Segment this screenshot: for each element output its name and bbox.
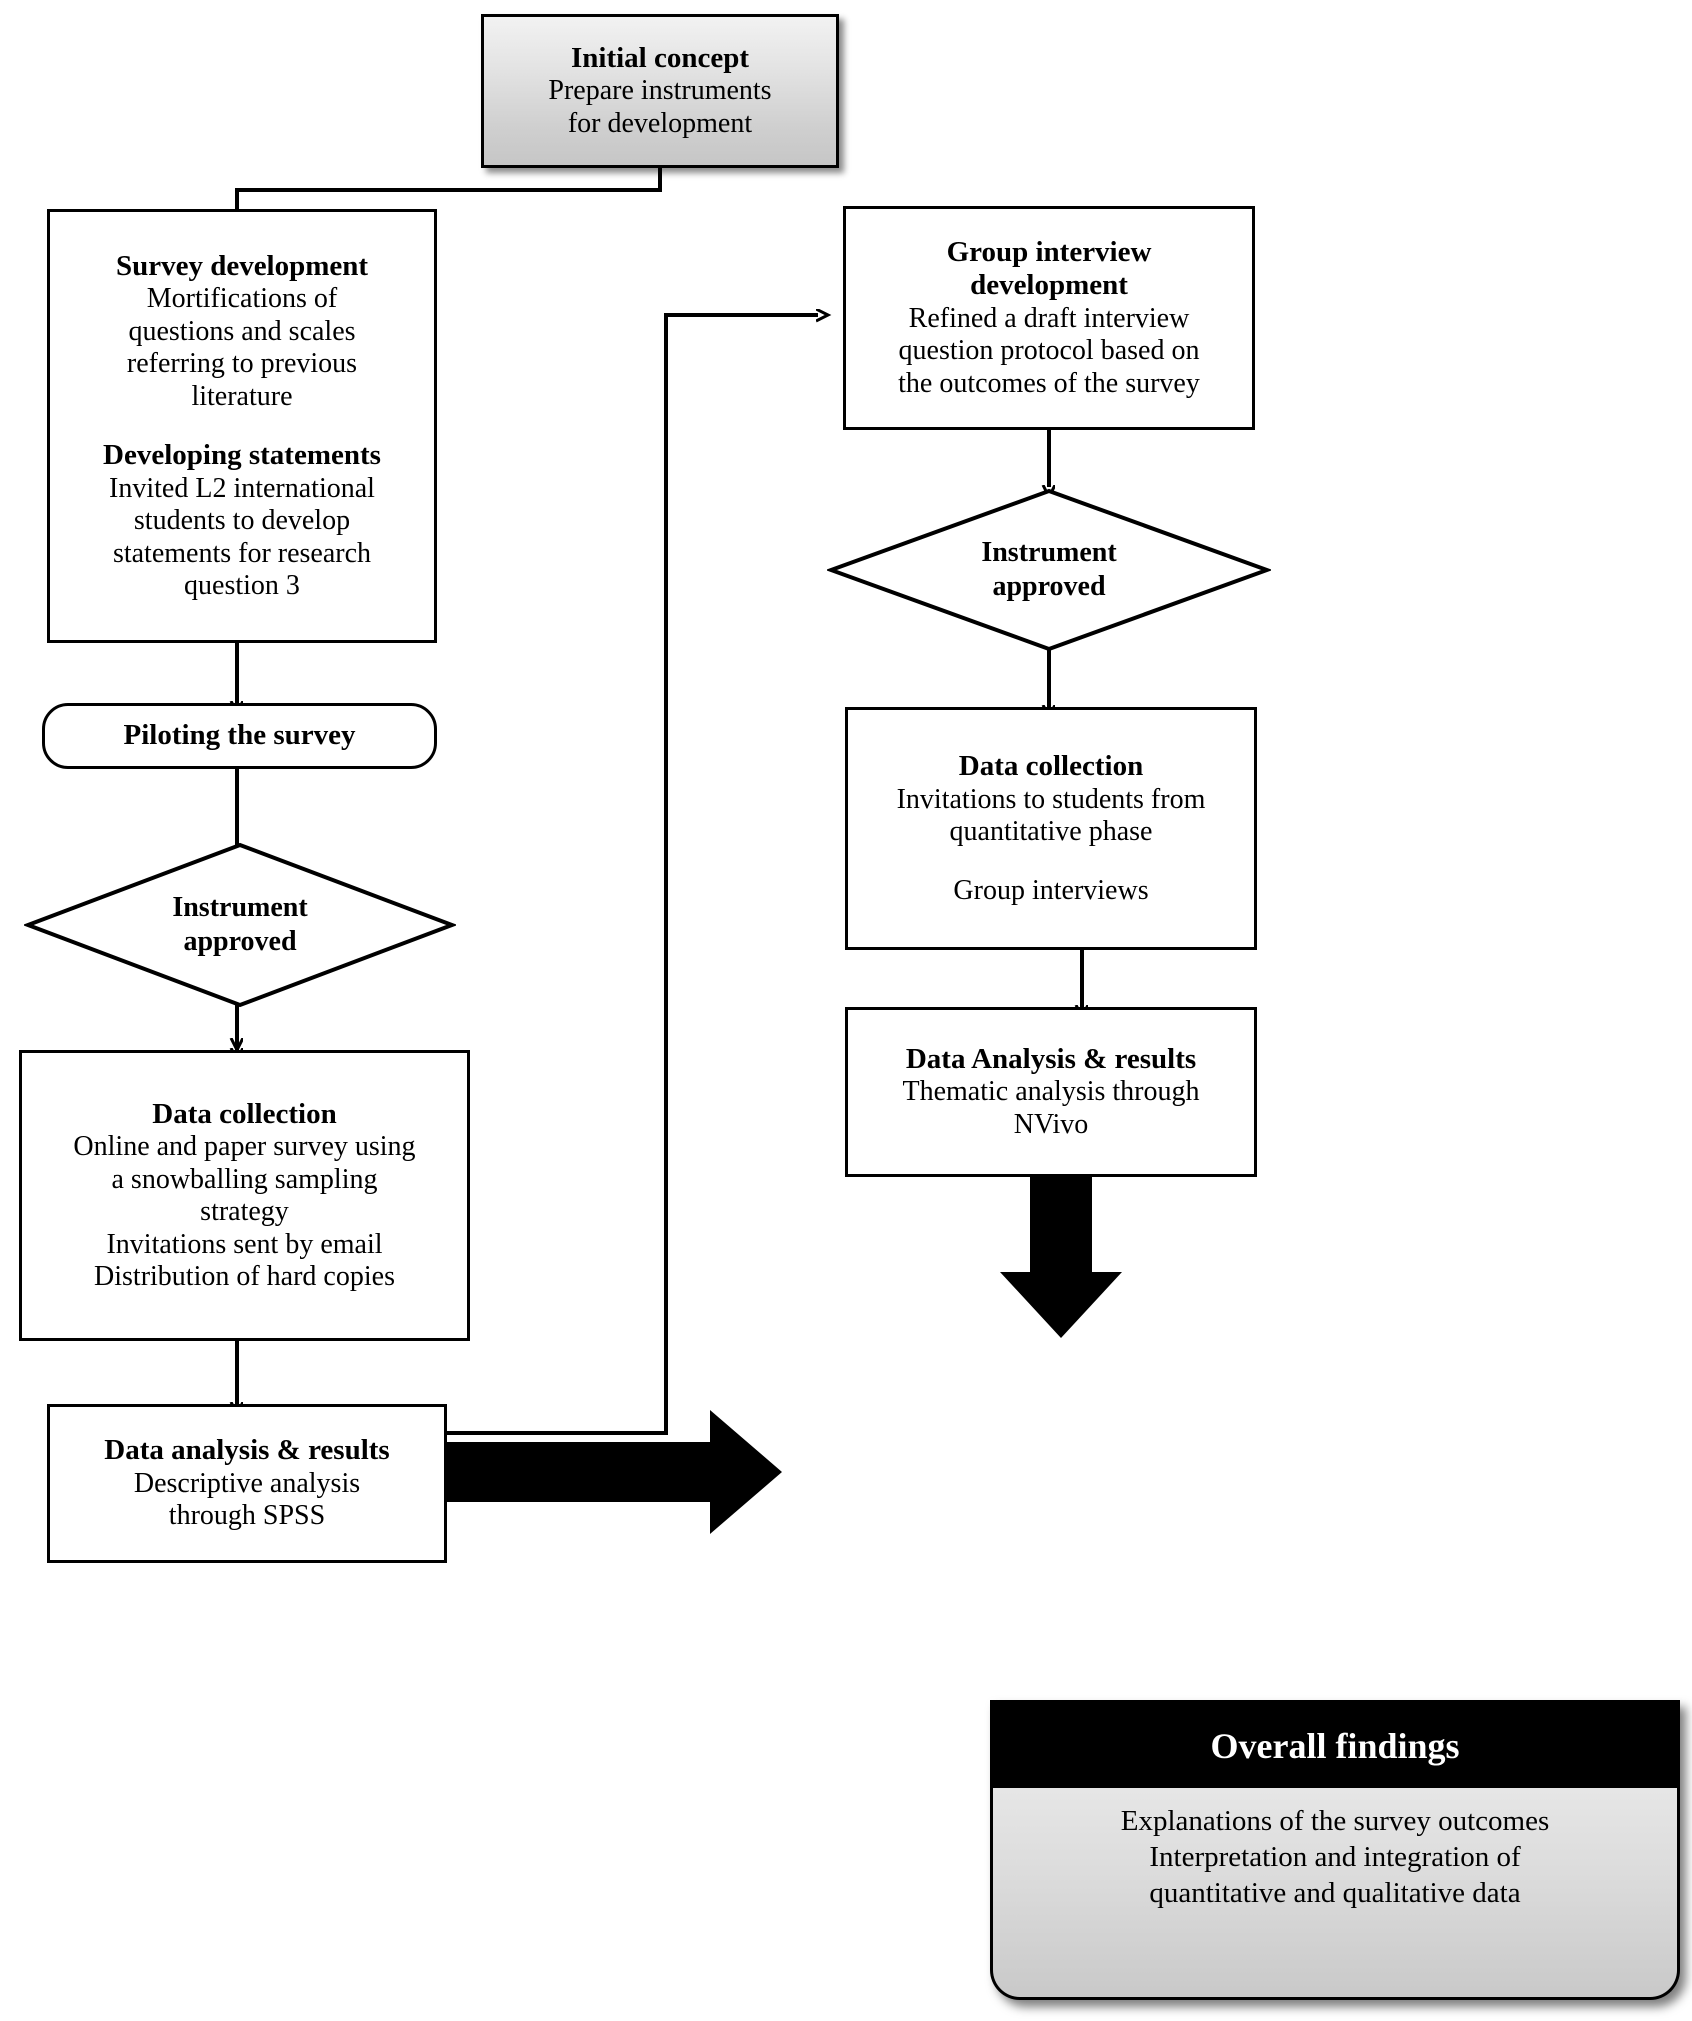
instrument-approved-left-line-1: Instrument xyxy=(172,892,308,924)
data-analysis-right-line-1: Thematic analysis through xyxy=(902,1076,1200,1108)
developing-statements-line-2: students to develop xyxy=(133,505,351,537)
overall-findings-body: Explanations of the survey outcomes Inte… xyxy=(990,1788,1680,2000)
survey-development-line-1: Mortifications of xyxy=(146,283,338,315)
group-interview-development-title-2: development xyxy=(970,269,1128,302)
data-collection-left-line-2: a snowballing sampling xyxy=(111,1163,378,1195)
data-collection-right-title: Data collection xyxy=(958,749,1144,782)
node-data-collection-left: Data collection Online and paper survey … xyxy=(19,1050,470,1341)
data-analysis-left-line-2: through SPSS xyxy=(168,1500,326,1532)
survey-development-line-4: literature xyxy=(191,380,293,412)
overall-findings-line-1: Explanations of the survey outcomes xyxy=(1120,1805,1550,1837)
initial-concept-line-2: for development xyxy=(567,107,753,139)
node-instrument-approved-left: Instrument approved xyxy=(24,841,456,1009)
instrument-approved-right-label: Instrument approved xyxy=(827,487,1271,653)
survey-development-line-3: referring to previous xyxy=(126,348,358,380)
data-collection-left-line-1: Online and paper survey using xyxy=(73,1131,416,1163)
data-collection-left-line-4: Invitations sent by email xyxy=(106,1228,383,1260)
data-collection-left-title: Data collection xyxy=(152,1097,337,1130)
node-survey-development: Survey development Mortifications of que… xyxy=(47,209,437,643)
instrument-approved-right-line-2: approved xyxy=(992,571,1106,602)
node-group-interview-development: Group interview development Refined a dr… xyxy=(843,206,1255,430)
data-collection-right-line-3: Group interviews xyxy=(953,874,1149,906)
survey-development-line-2: questions and scales xyxy=(128,315,356,347)
initial-concept-line-1: Prepare instruments xyxy=(548,75,772,107)
overall-findings-line-2: Interpretation and integration of xyxy=(1149,1840,1521,1873)
node-data-analysis-right: Data Analysis & results Thematic analysi… xyxy=(845,1007,1257,1177)
overall-findings-header: Overall findings xyxy=(990,1700,1680,1788)
developing-statements-line-1: Invited L2 international xyxy=(109,472,375,504)
instrument-approved-left-line-2: approved xyxy=(183,926,297,957)
data-analysis-right-title: Data Analysis & results xyxy=(905,1042,1197,1075)
data-analysis-right-line-2: NVivo xyxy=(1013,1108,1089,1140)
developing-statements-title: Developing statements xyxy=(103,439,381,471)
node-overall-findings: Overall findings Explanations of the sur… xyxy=(990,1700,1680,2000)
data-collection-right-line-2: quantitative phase xyxy=(949,816,1153,848)
node-data-analysis-left: Data analysis & results Descriptive anal… xyxy=(47,1404,447,1563)
group-interview-development-line-3: the outcomes of the survey xyxy=(898,367,1200,399)
instrument-approved-left-label: Instrument approved xyxy=(24,841,456,1009)
node-piloting-survey: Piloting the survey xyxy=(42,703,437,769)
developing-statements-line-4: question 3 xyxy=(184,570,300,602)
data-collection-left-line-5: Distribution of hard copies xyxy=(94,1261,395,1293)
data-collection-right-line-1: Invitations to students from xyxy=(896,783,1206,815)
data-collection-left-line-3: strategy xyxy=(200,1196,289,1228)
data-analysis-left-line-1: Descriptive analysis xyxy=(133,1467,361,1499)
initial-concept-title: Initial concept xyxy=(570,41,750,74)
overall-findings-line-3: quantitative and qualitative data xyxy=(1149,1876,1521,1909)
piloting-survey-title: Piloting the survey xyxy=(123,719,356,752)
instrument-approved-right-line-1: Instrument xyxy=(981,537,1117,569)
node-instrument-approved-right: Instrument approved xyxy=(827,487,1271,653)
group-interview-development-title-1: Group interview xyxy=(946,235,1152,268)
data-analysis-left-title: Data analysis & results xyxy=(104,1434,390,1467)
group-interview-development-line-2: question protocol based on xyxy=(898,335,1200,367)
node-data-collection-right: Data collection Invitations to students … xyxy=(845,707,1257,950)
group-interview-development-line-1: Refined a draft interview xyxy=(908,302,1190,334)
developing-statements-line-3: statements for research xyxy=(112,537,372,569)
survey-development-title: Survey development xyxy=(115,249,369,282)
node-initial-concept: Initial concept Prepare instruments for … xyxy=(481,14,839,168)
